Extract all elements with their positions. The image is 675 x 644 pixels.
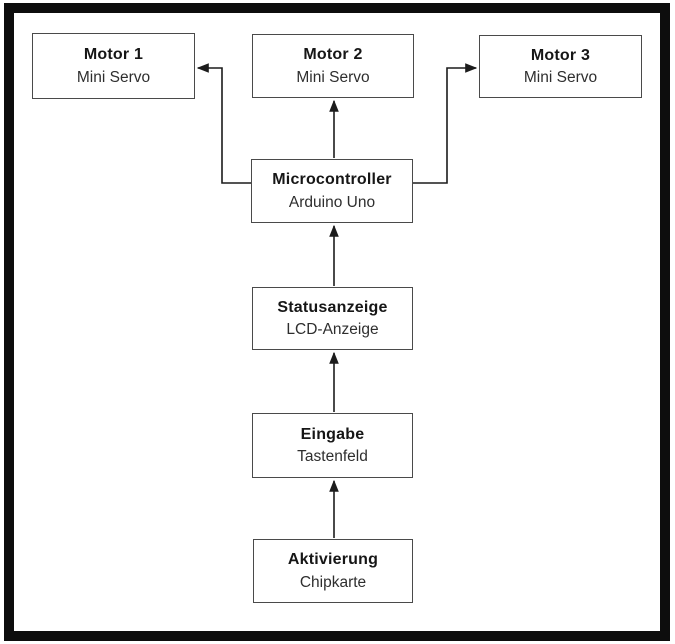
outer-frame bbox=[4, 3, 670, 641]
node-motor-2-subtitle: Mini Servo bbox=[296, 68, 370, 86]
node-motor-3-title: Motor 3 bbox=[530, 46, 591, 64]
node-statusanzeige-title: Statusanzeige bbox=[277, 298, 388, 316]
node-microcontroller-title: Microcontroller bbox=[272, 171, 392, 189]
node-eingabe: Eingabe Tastenfeld bbox=[252, 413, 413, 478]
node-aktivierung-subtitle: Chipkarte bbox=[299, 573, 367, 591]
node-aktivierung-title: Aktivierung bbox=[287, 551, 379, 569]
node-eingabe-title: Eingabe bbox=[300, 425, 365, 443]
node-motor-1: Motor 1 Mini Servo bbox=[32, 33, 195, 99]
node-microcontroller: Microcontroller Arduino Uno bbox=[251, 159, 413, 223]
node-motor-3-subtitle: Mini Servo bbox=[523, 69, 598, 87]
node-statusanzeige-subtitle: LCD-Anzeige bbox=[286, 321, 379, 339]
node-statusanzeige: Statusanzeige LCD-Anzeige bbox=[252, 287, 413, 350]
node-microcontroller-subtitle: Arduino Uno bbox=[288, 193, 376, 211]
node-aktivierung: Aktivierung Chipkarte bbox=[253, 539, 413, 603]
node-motor-3: Motor 3 Mini Servo bbox=[479, 35, 642, 98]
node-motor-2: Motor 2 Mini Servo bbox=[252, 34, 414, 98]
node-motor-2-title: Motor 2 bbox=[303, 46, 363, 64]
node-motor-1-subtitle: Mini Servo bbox=[76, 68, 151, 86]
node-eingabe-subtitle: Tastenfeld bbox=[297, 448, 368, 466]
node-motor-1-title: Motor 1 bbox=[83, 46, 144, 64]
